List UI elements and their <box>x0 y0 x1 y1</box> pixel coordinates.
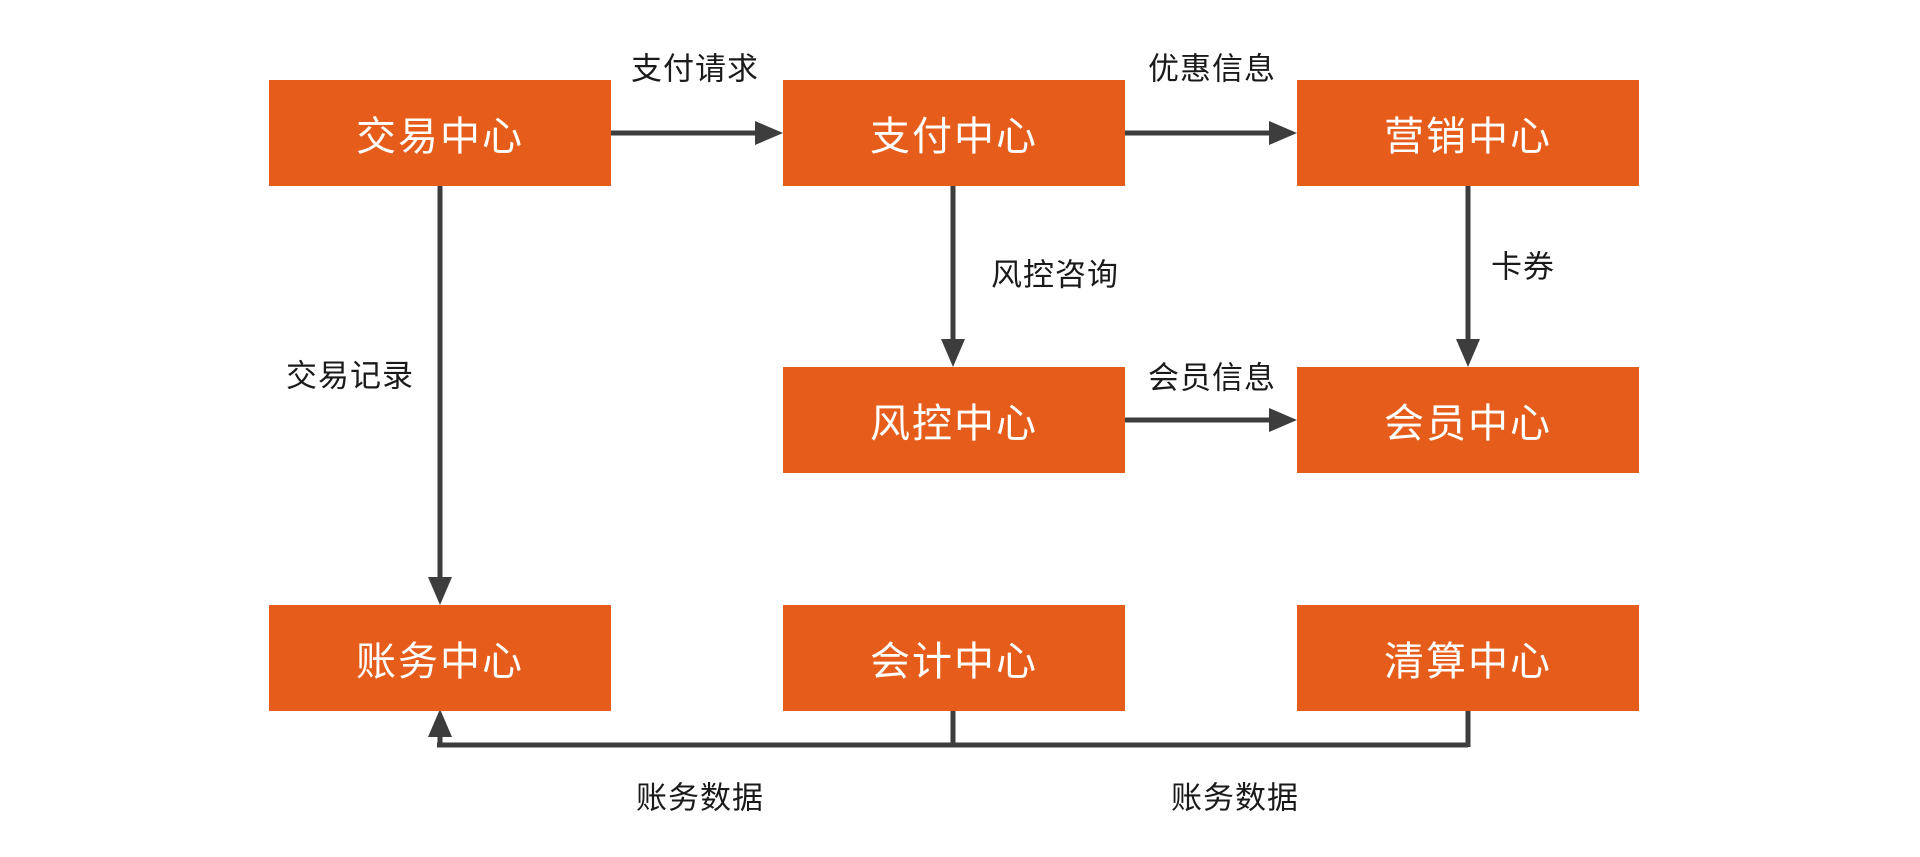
edge-label-billing-data-right: 账务数据 <box>1171 780 1299 816</box>
arrowhead-down-2 <box>1456 339 1480 367</box>
edge-label-coupon: 卡券 <box>1491 249 1555 285</box>
node-billing-center: 账务中心 <box>269 605 611 711</box>
node-clearing-center: 清算中心 <box>1297 605 1639 711</box>
node-marketing-center-label: 营销中心 <box>1384 115 1552 159</box>
edge-label-risk-inquiry: 风控咨询 <box>991 257 1119 293</box>
edge-label-discount-info: 优惠信息 <box>1148 51 1276 87</box>
edge-label-member-info: 会员信息 <box>1148 360 1276 396</box>
node-payment-center-label: 支付中心 <box>870 115 1038 159</box>
node-risk-control-center-label: 风控中心 <box>870 402 1038 446</box>
arrowhead-right-2 <box>1269 121 1297 145</box>
node-risk-control-center: 风控中心 <box>783 367 1125 473</box>
edge-label-billing-data-left: 账务数据 <box>636 780 764 816</box>
node-billing-center-label: 账务中心 <box>356 640 524 684</box>
arrowhead-down-3 <box>428 577 452 605</box>
node-member-center-label: 会员中心 <box>1384 402 1552 446</box>
node-marketing-center: 营销中心 <box>1297 80 1639 186</box>
edge-label-trade-record: 交易记录 <box>286 358 414 394</box>
node-member-center: 会员中心 <box>1297 367 1639 473</box>
node-trade-center-label: 交易中心 <box>356 115 524 159</box>
node-payment-center: 支付中心 <box>783 80 1125 186</box>
arrowhead-right-1 <box>755 121 783 145</box>
arrowhead-up-1 <box>428 709 452 737</box>
node-accounting-center-label: 会计中心 <box>870 640 1038 684</box>
node-trade-center: 交易中心 <box>269 80 611 186</box>
edge-label-payment-request: 支付请求 <box>631 51 759 87</box>
arrowhead-down-1 <box>941 339 965 367</box>
node-accounting-center: 会计中心 <box>783 605 1125 711</box>
arrowhead-right-3 <box>1269 408 1297 432</box>
node-clearing-center-label: 清算中心 <box>1384 640 1552 684</box>
